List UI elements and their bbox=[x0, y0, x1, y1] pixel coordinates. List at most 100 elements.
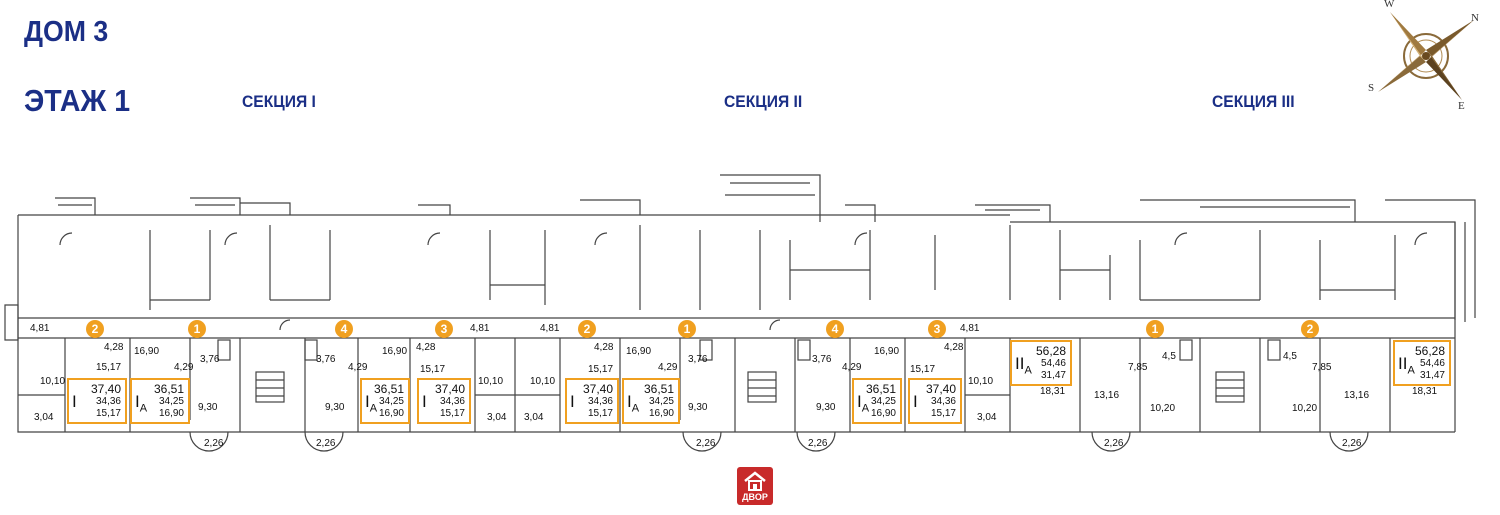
room-area-label: 4,28 bbox=[416, 342, 436, 353]
room-area-label: 7,85 bbox=[1128, 362, 1148, 373]
room-count-badge: 4 bbox=[826, 320, 844, 338]
apartment-living-area: 34,36 bbox=[95, 396, 121, 407]
room-area-label: 3,04 bbox=[524, 412, 544, 423]
room-area-label: 4,81 bbox=[540, 323, 560, 334]
room-area-label: 4,29 bbox=[174, 362, 194, 373]
apartment-room-area: 16,90 bbox=[158, 408, 184, 419]
room-area-label: 2,26 bbox=[1342, 438, 1362, 449]
apartment-total-area: 37,40 bbox=[582, 382, 613, 396]
compass-n: N bbox=[1471, 12, 1479, 24]
room-area-label: 2,26 bbox=[808, 438, 828, 449]
apartment-box[interactable]: IА 36,51 34,25 16,90 bbox=[852, 378, 902, 424]
house-icon bbox=[744, 471, 766, 491]
room-area-label: 16,90 bbox=[382, 346, 408, 357]
house-title: ДОМ 3 bbox=[24, 16, 109, 48]
room-area-label: 15,17 bbox=[588, 364, 614, 375]
room-area-label: 2,26 bbox=[1104, 438, 1124, 449]
compass-rose: W N S E bbox=[1364, 0, 1484, 115]
room-area-label: 3,76 bbox=[200, 354, 220, 365]
apartment-living-area: 34,25 bbox=[378, 396, 404, 407]
apartment-room-area: 15,17 bbox=[95, 408, 121, 419]
room-area-label: 10,20 bbox=[1150, 403, 1176, 414]
room-area-label: 10,10 bbox=[478, 376, 504, 387]
apartment-total-area: 36,51 bbox=[153, 382, 184, 396]
apartment-box[interactable]: IА 36,51 34,25 16,90 bbox=[130, 378, 190, 424]
room-area-label: 2,26 bbox=[696, 438, 716, 449]
room-area-label: 13,16 bbox=[1094, 390, 1120, 401]
apartment-room-area: 16,90 bbox=[378, 408, 404, 419]
apartment-box[interactable]: IА 36,51 34,25 16,90 bbox=[360, 378, 410, 424]
room-area-label: 10,10 bbox=[40, 376, 66, 387]
room-area-label: 9,30 bbox=[198, 402, 218, 413]
apartment-box[interactable]: I 37,40 34,36 15,17 bbox=[565, 378, 619, 424]
room-area-label: 9,30 bbox=[688, 402, 708, 413]
room-area-label: 4,81 bbox=[960, 323, 980, 334]
apartment-box[interactable]: I 37,40 34,36 15,17 bbox=[67, 378, 127, 424]
room-count-badge: 2 bbox=[578, 320, 596, 338]
room-area-label: 3,04 bbox=[34, 412, 54, 423]
apartment-living-area: 34,36 bbox=[930, 396, 956, 407]
room-area-label: 9,30 bbox=[816, 402, 836, 413]
apartment-box[interactable]: IIА 56,28 54,46 31,47 bbox=[1393, 340, 1451, 386]
apartment-type: I bbox=[570, 392, 575, 411]
room-area-label: 4,5 bbox=[1283, 351, 1297, 362]
room-area-label: 15,17 bbox=[96, 362, 122, 373]
section-label-2: СЕКЦИЯ II bbox=[724, 92, 803, 111]
room-area-label: 10,10 bbox=[968, 376, 994, 387]
room-area-label: 4,28 bbox=[944, 342, 964, 353]
apartment-total-area: 37,40 bbox=[925, 382, 956, 396]
apartment-living-area: 34,25 bbox=[870, 396, 896, 407]
apartment-total-area: 36,51 bbox=[643, 382, 674, 396]
room-area-label: 4,28 bbox=[594, 342, 614, 353]
apartment-type: IА bbox=[627, 392, 640, 415]
room-count-badge: 1 bbox=[1146, 320, 1164, 338]
room-area-label: 18,31 bbox=[1412, 386, 1438, 397]
room-area-label: 4,81 bbox=[470, 323, 490, 334]
apartment-room-area: 31,47 bbox=[1419, 370, 1445, 381]
apartment-total-area: 56,28 bbox=[1035, 344, 1066, 358]
room-count-badge: 3 bbox=[435, 320, 453, 338]
room-area-label: 13,16 bbox=[1344, 390, 1370, 401]
room-area-label: 15,17 bbox=[910, 364, 936, 375]
apartment-living-area: 34,25 bbox=[648, 396, 674, 407]
room-area-label: 4,29 bbox=[348, 362, 368, 373]
room-count-badge: 1 bbox=[188, 320, 206, 338]
compass-w: W bbox=[1384, 0, 1395, 10]
room-count-badge: 3 bbox=[928, 320, 946, 338]
apartment-type: I bbox=[422, 392, 427, 411]
compass-s: S bbox=[1368, 82, 1375, 94]
room-area-label: 16,90 bbox=[626, 346, 652, 357]
apartment-box[interactable]: IА 36,51 34,25 16,90 bbox=[622, 378, 680, 424]
apartment-living-area: 34,36 bbox=[439, 396, 465, 407]
room-area-label: 16,90 bbox=[874, 346, 900, 357]
apartment-room-area: 15,17 bbox=[930, 408, 956, 419]
apartment-box[interactable]: IIА 56,28 54,46 31,47 bbox=[1010, 340, 1072, 386]
room-area-label: 4,5 bbox=[1162, 351, 1176, 362]
room-area-label: 2,26 bbox=[204, 438, 224, 449]
room-area-label: 3,04 bbox=[487, 412, 507, 423]
room-area-label: 18,31 bbox=[1040, 386, 1066, 397]
room-area-label: 9,30 bbox=[325, 402, 345, 413]
apartment-type: I bbox=[72, 392, 77, 411]
yard-label: ДВОР bbox=[742, 492, 768, 502]
room-area-label: 4,28 bbox=[104, 342, 124, 353]
apartment-living-area: 34,36 bbox=[587, 396, 613, 407]
room-area-label: 4,29 bbox=[842, 362, 862, 373]
section-label-1: СЕКЦИЯ I bbox=[242, 92, 316, 111]
apartment-living-area: 34,25 bbox=[158, 396, 184, 407]
room-area-label: 3,04 bbox=[977, 412, 997, 423]
room-area-label: 2,26 bbox=[316, 438, 336, 449]
room-area-label: 4,29 bbox=[658, 362, 678, 373]
yard-entrance-badge[interactable]: ДВОР bbox=[737, 467, 773, 505]
apartment-box[interactable]: I 37,40 34,36 15,17 bbox=[417, 378, 471, 424]
apartment-total-area: 37,40 bbox=[434, 382, 465, 396]
apartment-box[interactable]: I 37,40 34,36 15,17 bbox=[908, 378, 962, 424]
apartment-type: IIА bbox=[1398, 354, 1415, 377]
apartment-type: IА bbox=[365, 392, 378, 415]
apartment-room-area: 16,90 bbox=[870, 408, 896, 419]
room-count-badge: 2 bbox=[1301, 320, 1319, 338]
apartment-room-area: 31,47 bbox=[1040, 370, 1066, 381]
compass-icon bbox=[1378, 12, 1474, 100]
apartment-type: I bbox=[913, 392, 918, 411]
